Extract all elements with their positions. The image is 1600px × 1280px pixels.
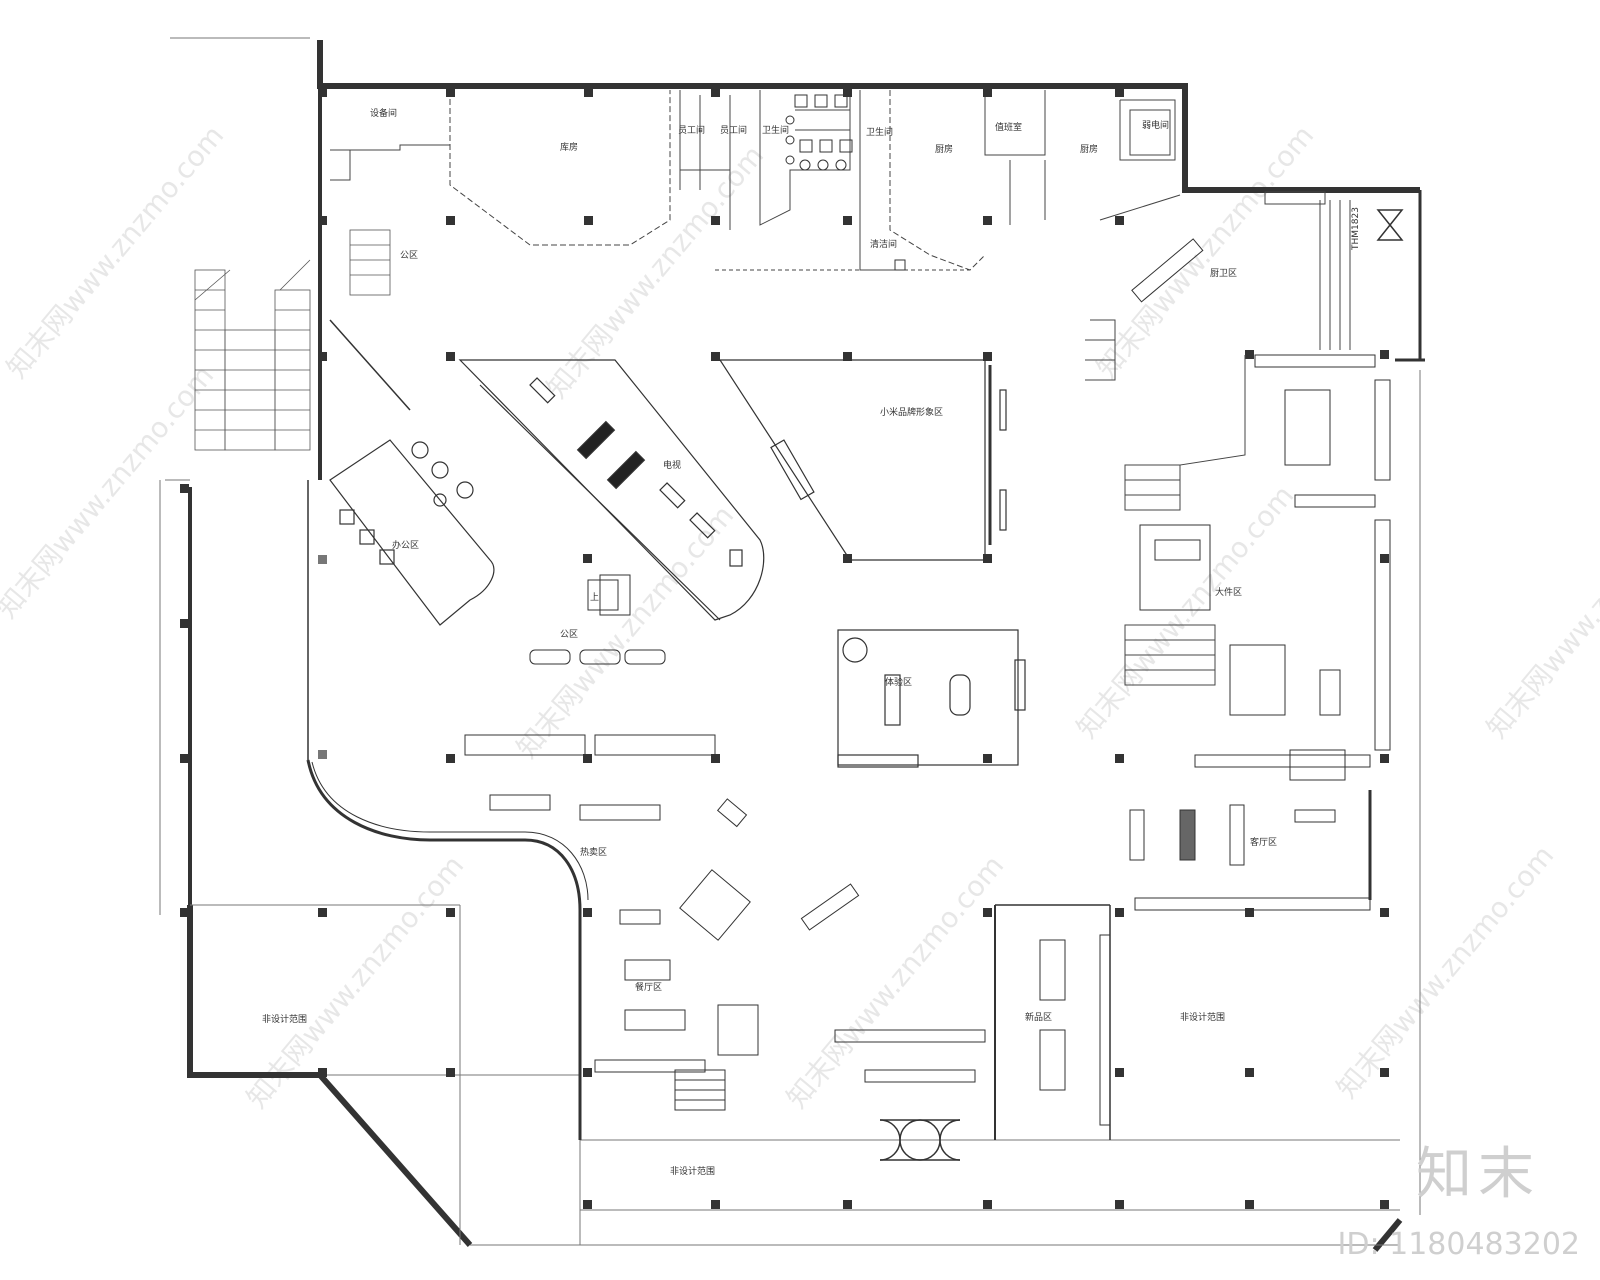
- watermark: 知末网www.znzmo.com: [1330, 839, 1560, 1104]
- left-displays: [464, 734, 860, 1111]
- label-office: 值班室: [995, 121, 1022, 133]
- label-dining-area: 餐厅区: [635, 981, 662, 993]
- outer-walls: [187, 40, 1425, 1252]
- main-entrance-door: [879, 1119, 961, 1161]
- label-staff-room-b: 员工间: [720, 124, 747, 136]
- label-up: 上: [590, 592, 599, 603]
- watermark: 知末网www.znzmo.com: [510, 499, 740, 764]
- top-room-partitions: [330, 90, 1181, 271]
- stair-treads: [195, 289, 310, 431]
- label-big-area: 大件区: [1215, 586, 1242, 598]
- label-corridor-top: 公区: [400, 250, 418, 261]
- watermark: 知末网www.znzmo.com: [780, 849, 1010, 1114]
- outer-contours: [159, 37, 1421, 1246]
- label-cleaning-room: 清洁间: [870, 238, 897, 250]
- label-nondesign-a: 非设计范围: [262, 1013, 307, 1025]
- watermark: 知末网www.znzmo.com: [1090, 119, 1320, 384]
- label-hot-area: 热卖区: [580, 846, 607, 858]
- label-kitchen-b: 厨房: [1080, 143, 1098, 155]
- watermark: 知末网www.znzmo.com: [1480, 479, 1600, 744]
- diagonal-display-zone: [458, 359, 765, 621]
- label-kitchen-a: 厨房: [935, 143, 953, 155]
- label-living-area: 客厅区: [1250, 836, 1277, 848]
- restroom-fixtures: [785, 94, 906, 271]
- public-seating: [529, 574, 666, 665]
- left-staircase: [194, 229, 391, 451]
- label-public-area: 公区: [560, 629, 578, 640]
- label-exhibit-area: 小米品牌形象区: [880, 406, 943, 418]
- interior-walls: [306, 319, 1372, 1140]
- label-warehouse: 库房: [560, 141, 578, 153]
- sale-counters: [834, 934, 1111, 1126]
- label-office-area: 办公区: [392, 539, 419, 551]
- label-staff-room-a: 员工间: [678, 124, 705, 136]
- label-ic-room: 弱电间: [1142, 119, 1169, 131]
- image-id: ID: 1180483202: [1337, 1227, 1580, 1262]
- watermark-layer: 知末网www.znzmo.com 知末网www.znzmo.com 知末网www…: [0, 119, 1600, 1114]
- label-experience-area: 体验区: [885, 676, 912, 688]
- structural-columns: [180, 88, 1389, 1209]
- experience-island: [837, 629, 1026, 768]
- label-kitchen-area: 厨卫区: [1210, 268, 1237, 279]
- room-labels: 设备间 库房 员工间 员工间 卫生间 卫生间 清洁间 厨房 值班室 厨房 弱电间…: [262, 107, 1361, 1177]
- right-corridor: [1085, 191, 1351, 686]
- label-new-area: 新品区: [1025, 1011, 1052, 1023]
- watermark: 知末网www.znzmo.com: [1070, 479, 1300, 744]
- office-zone: [329, 439, 495, 626]
- entrance-door-right: [1376, 209, 1404, 241]
- watermark: 知末网www.znzmo.com: [0, 119, 230, 384]
- label-door-code: THM1823: [1351, 207, 1361, 251]
- label-restroom: 卫生间: [762, 124, 789, 136]
- right-displays: [1129, 238, 1391, 911]
- brand-watermark: 知末: [1416, 1142, 1540, 1207]
- label-tv: 电视: [663, 459, 681, 471]
- label-equipment-room: 设备间: [370, 107, 397, 119]
- label-nondesign-b: 非设计范围: [670, 1165, 715, 1177]
- brand-exhibit-zone: [718, 359, 1007, 561]
- label-nondesign-c: 非设计范围: [1180, 1011, 1225, 1023]
- watermark: 知末网www.znzmo.com: [540, 139, 770, 404]
- label-restroom-2: 卫生间: [866, 126, 893, 138]
